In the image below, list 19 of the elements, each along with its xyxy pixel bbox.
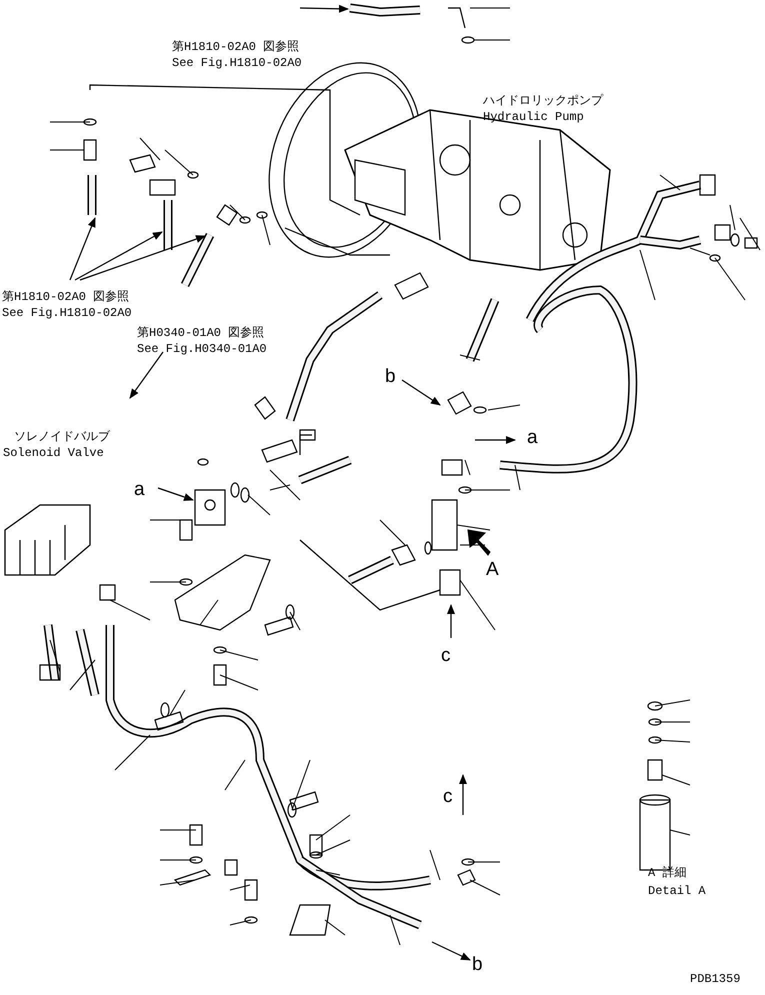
reference-note: 第H1810-02A0 図参照	[172, 40, 300, 54]
reference-note: 第H1810-02A0 図参照	[2, 290, 130, 304]
reference-letter: a	[134, 480, 145, 500]
part-name: Hydraulic Pump	[483, 110, 584, 124]
view-letter: A	[486, 560, 499, 580]
detail-title: Detail A	[648, 884, 706, 898]
reference-letter: a	[527, 428, 538, 448]
part-name: ソレノイドバルブ	[14, 430, 110, 444]
reference-letter: c	[441, 646, 450, 666]
reference-letter: b	[385, 367, 396, 387]
reference-letter: b	[472, 955, 483, 975]
part-name: ハイドロリックポンプ	[483, 94, 603, 108]
reference-note: 第H0340-01A0 図参照	[137, 326, 264, 340]
reference-note: See Fig.H1810-02A0	[172, 56, 302, 70]
reference-note: See Fig.H1810-02A0	[2, 306, 132, 320]
reference-letter: c	[443, 787, 452, 807]
drawing-number: PDB1359	[690, 972, 740, 986]
part-name: Solenoid Valve	[3, 446, 104, 460]
reference-note: See Fig.H0340-01A0	[137, 342, 267, 356]
